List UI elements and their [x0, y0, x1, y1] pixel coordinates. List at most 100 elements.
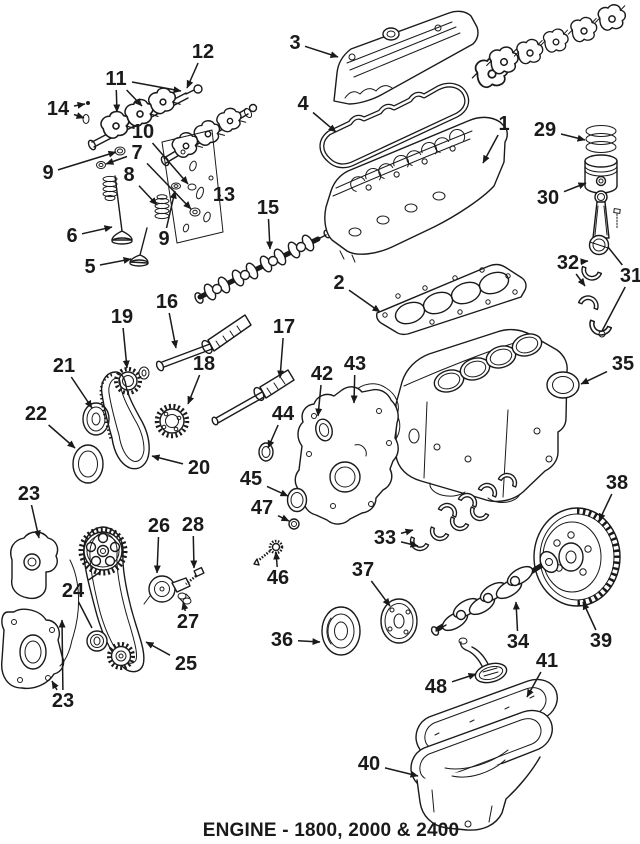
leader-line-31: [601, 286, 626, 332]
callout-36: 36: [271, 629, 293, 651]
leader-line-4: [312, 111, 337, 133]
callout-10: 10: [132, 121, 154, 143]
callout-19: 19: [111, 306, 133, 328]
leader-line-40: [384, 767, 419, 778]
silent-shaft-sprocket-large: [154, 403, 190, 439]
leader-line-11: [131, 81, 182, 94]
valve-cover: [333, 10, 479, 105]
callout-42: 42: [311, 363, 333, 385]
leader-line-26: [153, 536, 161, 574]
rocker-shaft-assembly-exhaust: [160, 103, 258, 167]
leader-line-14: [73, 101, 86, 109]
callout-16: 16: [156, 291, 178, 313]
camshaft-bearing-caps: [467, 1, 631, 93]
leader-line-48: [451, 672, 477, 683]
silent-shaft-upper: [138, 314, 252, 380]
leader-line-11: [126, 89, 143, 107]
belt-tensioner: [143, 575, 191, 605]
callout-46: 46: [267, 567, 289, 589]
callout-37: 37: [352, 559, 374, 581]
timing-belt-b: [99, 371, 150, 470]
leader-line-33: [400, 540, 419, 548]
head-gasket: [375, 263, 527, 336]
leader-line-33: [400, 528, 414, 536]
cylinder-block: [395, 328, 568, 503]
callout-30: 30: [537, 187, 559, 209]
callout-13: 13: [213, 184, 235, 206]
callout-33: 33: [374, 527, 396, 549]
leader-line-28: [190, 535, 198, 569]
callout-45: 45: [240, 468, 262, 490]
rod-bearings-and-cap: [577, 265, 613, 339]
spacer-ring: [72, 444, 104, 484]
callout-12: 12: [192, 41, 214, 63]
piston-rings: [585, 125, 617, 153]
callout-9: 9: [42, 162, 53, 184]
callout-5: 5: [84, 256, 95, 278]
leader-line-15: [266, 218, 274, 250]
leader-line-12: [186, 62, 199, 89]
leader-line-10: [151, 142, 189, 185]
crank-timing-sprocket: [107, 642, 135, 670]
callout-22: 22: [25, 403, 47, 425]
leader-line-13: [217, 194, 222, 197]
leader-line-8: [138, 185, 158, 206]
valve-spring-and-seat-parts: [96, 146, 201, 220]
callout-35: 35: [612, 353, 634, 375]
leader-line-24: [88, 571, 101, 581]
leader-line-11: [113, 89, 121, 113]
leader-line-9: [57, 150, 117, 171]
callout-47: 47: [251, 497, 273, 519]
callout-44: 44: [272, 403, 295, 425]
leader-line-5: [99, 256, 132, 266]
timing-cover-upper: [10, 531, 59, 600]
leader-line-14: [73, 112, 85, 119]
callout-2: 2: [333, 272, 344, 294]
leader-line-41: [526, 671, 542, 698]
leader-line-17: [277, 337, 285, 379]
leader-line-7: [105, 155, 128, 165]
leader-line-3: [304, 45, 339, 59]
oil-screen: [458, 637, 508, 684]
leader-line-47: [277, 514, 290, 522]
lash-adjuster-zone-box: [161, 129, 224, 244]
callout-32: 32: [557, 252, 579, 274]
leader-line-25: [145, 641, 171, 656]
leader-line-23: [58, 619, 66, 691]
leader-line-37: [370, 580, 391, 607]
leader-line-19: [122, 327, 130, 369]
callout-38: 38: [606, 472, 628, 494]
callout-23: 23: [52, 690, 74, 712]
leader-line-45: [266, 485, 289, 497]
leader-line-23: [30, 504, 41, 539]
rear-main-seal: [546, 371, 580, 399]
callout-41: 41: [536, 650, 558, 672]
callout-26: 26: [148, 515, 170, 537]
callout-40: 40: [358, 753, 380, 775]
leader-line-7: [146, 162, 192, 210]
leader-line-32: [575, 273, 586, 287]
callout-23: 23: [18, 483, 40, 505]
diagram-caption: ENGINE - 1800, 2000 & 2400: [203, 820, 460, 841]
callout-8: 8: [123, 164, 134, 186]
leader-line-29: [560, 133, 586, 142]
callout-20: 20: [188, 457, 210, 479]
callout-9: 9: [158, 228, 169, 250]
leader-line-24: [77, 601, 93, 629]
leader-line-46: [273, 551, 281, 568]
leader-line-30: [563, 182, 587, 193]
leader-line-38: [598, 493, 613, 522]
leader-line-1: [482, 134, 499, 164]
callout-48: 48: [425, 676, 447, 698]
leader-line-22: [48, 424, 76, 449]
oil-pan: [410, 709, 553, 831]
callout-21: 21: [53, 355, 75, 377]
callout-14: 14: [47, 98, 70, 120]
timing-cover-lower: [1, 559, 79, 690]
callout-layer: 1234567899101112131415161718192021222323…: [18, 32, 640, 778]
callout-34: 34: [507, 631, 530, 653]
callout-7: 7: [131, 142, 142, 164]
callout-24: 24: [62, 580, 85, 602]
callout-29: 29: [534, 119, 556, 141]
